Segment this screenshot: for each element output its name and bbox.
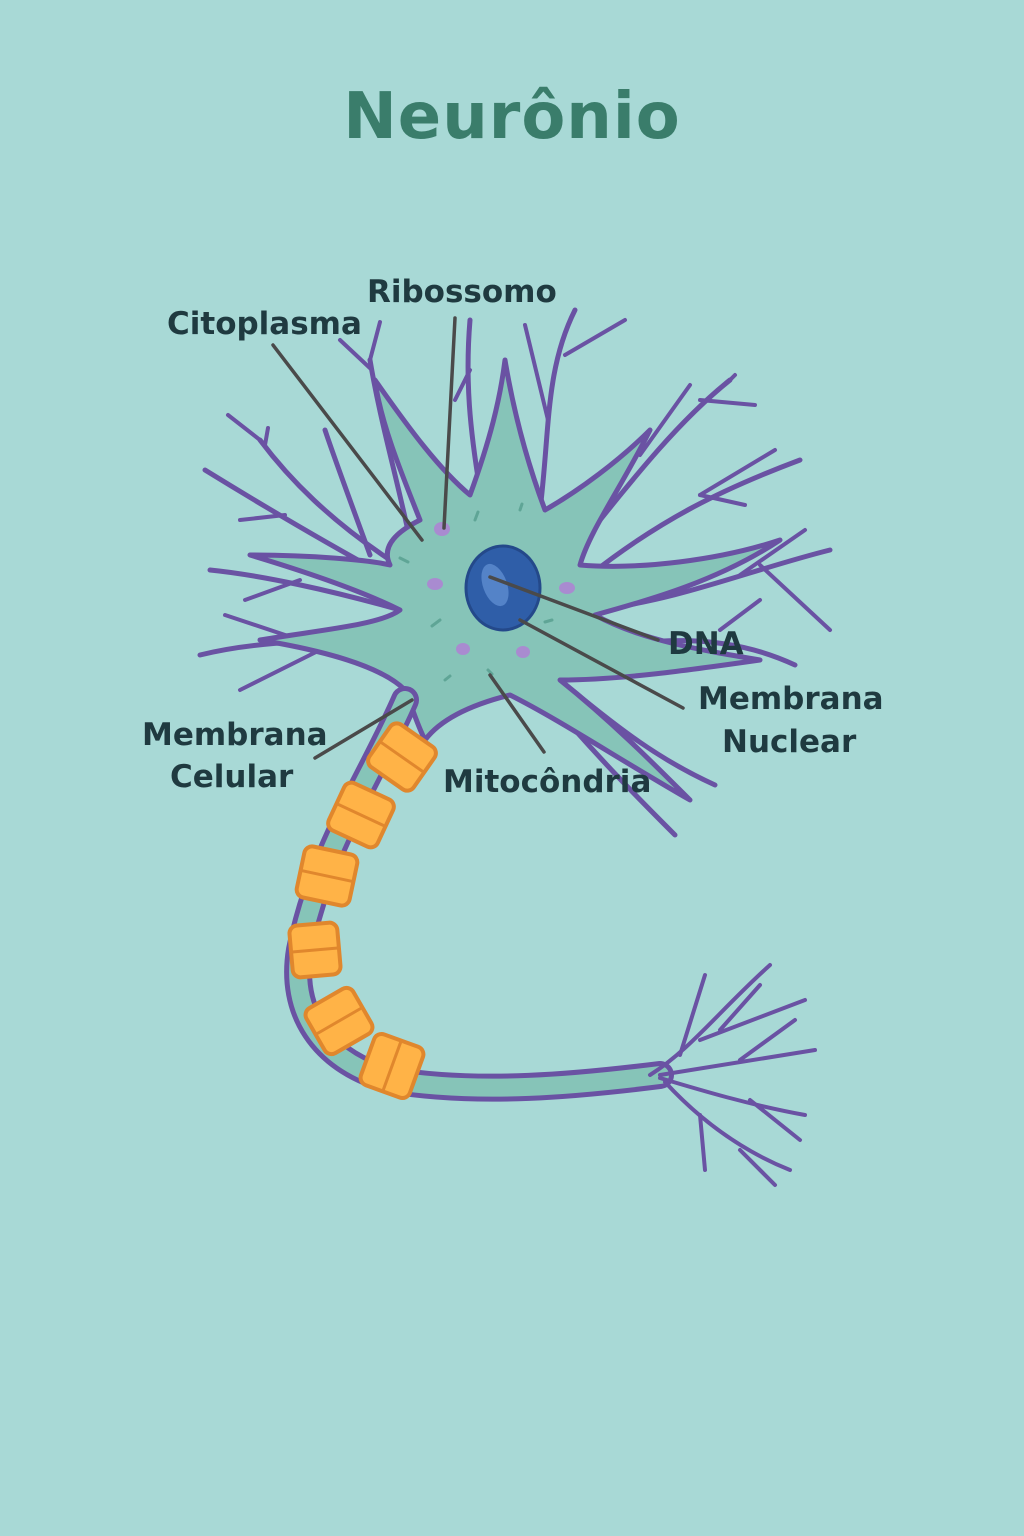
label-membrana-nuclear-line1: Membrana	[698, 681, 884, 717]
label-membrana-celular-line2: Celular	[170, 759, 294, 795]
leader-membrana-celular	[313, 698, 414, 760]
page-title: Neurônio	[343, 80, 681, 154]
myelin-sheaths	[287, 721, 438, 1101]
label-membrana-nuclear-line2: Nuclear	[722, 724, 857, 760]
leader-mitocondria	[488, 673, 546, 754]
mitochondria	[398, 502, 554, 682]
label-ribossomo: Ribossomo	[367, 274, 557, 310]
nucleus	[464, 544, 542, 632]
leader-dna	[488, 575, 660, 642]
dendrites	[197, 307, 833, 838]
label-citoplasma: Citoplasma	[167, 306, 362, 342]
axon-terminals	[648, 963, 817, 1187]
leader-lines	[271, 316, 685, 760]
ribosomes	[427, 522, 575, 658]
label-mitocondria: Mitocôndria	[443, 764, 651, 800]
leader-citoplasma	[271, 343, 424, 542]
leader-membrana-nuclear	[518, 618, 685, 710]
label-dna: DNA	[668, 626, 744, 662]
label-membrana-celular-line1: Membrana	[142, 717, 328, 753]
leader-ribossomo	[442, 316, 457, 530]
